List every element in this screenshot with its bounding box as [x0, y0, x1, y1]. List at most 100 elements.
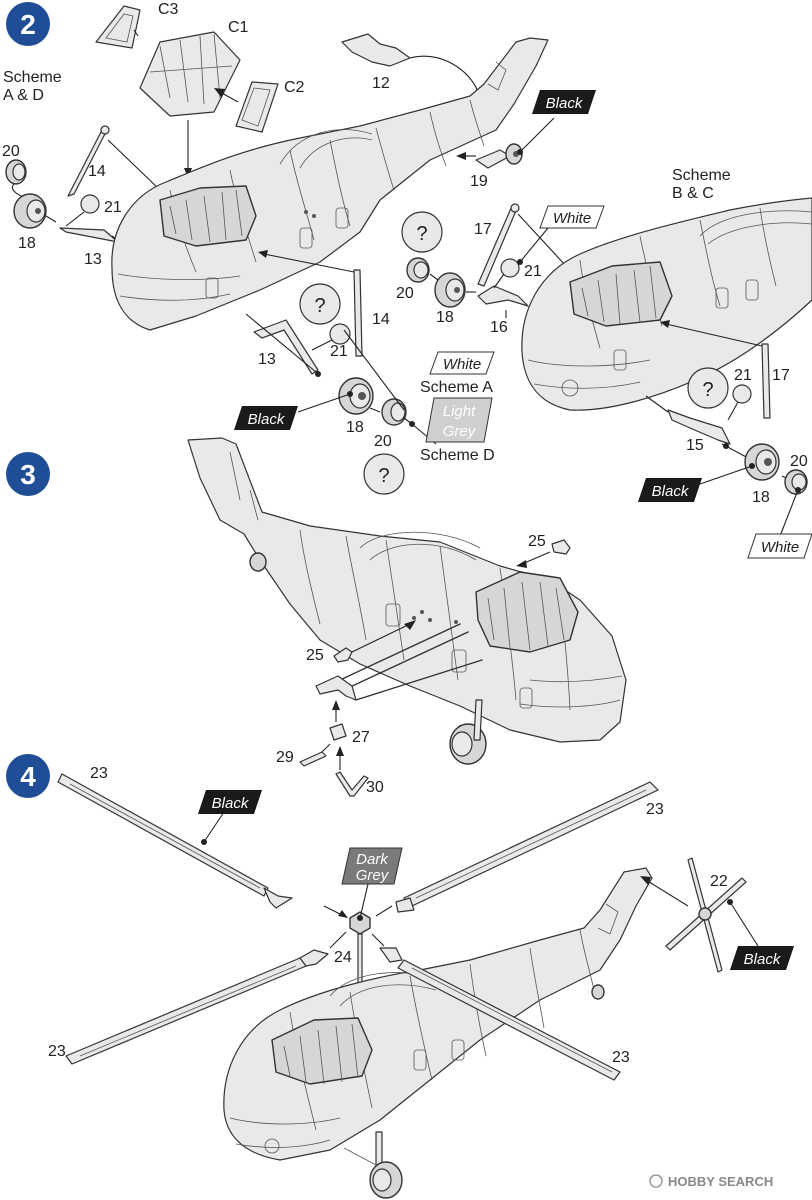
step-4-section: 4 23 Black 23 24 [6, 754, 794, 1199]
tag-dark-grey-hub: Dark Grey [341, 847, 403, 885]
tag-dark-grey-text-2: Grey [356, 867, 390, 884]
part-c1-canopy [139, 31, 241, 117]
part-17-strut-b [761, 343, 771, 419]
label-15: 15 [686, 437, 704, 454]
label-20b: 20 [374, 433, 392, 450]
scheme-ad-label: Scheme [3, 69, 62, 86]
tag-white-wheel-bc: White [747, 533, 812, 559]
hobby-search-watermark: HOBBY SEARCH [649, 1174, 773, 1189]
tag-black-wheel-ad: Black [234, 406, 298, 430]
label-24: 24 [334, 949, 352, 966]
rotor-blade-top-left [57, 773, 293, 909]
part-14-strut-a [67, 125, 110, 197]
part-13-brace-a [59, 227, 119, 243]
part-c2-window [235, 81, 279, 133]
scheme-ad-label-2: A & D [3, 87, 44, 104]
step-badge-3: 3 [6, 452, 50, 496]
label-25a: 25 [528, 533, 546, 550]
label-23c: 23 [48, 1043, 66, 1060]
tag-white-scheme-bc: White [539, 205, 605, 229]
scheme-bc-label: Scheme [672, 167, 731, 184]
step-number-4: 4 [20, 761, 36, 792]
step-number-2: 2 [20, 9, 36, 40]
tag-white-wheel-bc-text: White [761, 539, 799, 556]
helicopter-scheme-bc [521, 197, 812, 411]
tag-black-tail: Black [532, 90, 596, 114]
label-23a: 23 [90, 765, 108, 782]
label-14b: 14 [372, 311, 390, 328]
part-25-step-a [551, 539, 571, 555]
helicopter-step-3 [187, 437, 627, 765]
helicopter-step-4 [223, 867, 653, 1199]
tag-white-bc-text: White [553, 210, 591, 227]
label-18c: 18 [436, 309, 454, 326]
label-c2: C2 [284, 79, 305, 96]
label-scheme-a: Scheme A [420, 379, 493, 396]
part-27-pin [329, 723, 347, 741]
scheme-bc-label-2: B & C [672, 185, 714, 202]
step-badge-4: 4 [6, 754, 50, 798]
tag-light-grey-scheme-d: Light Grey [425, 397, 493, 443]
helicopter-scheme-ad [111, 37, 549, 331]
question-circle-bc-2 [687, 367, 729, 409]
label-13a: 13 [84, 251, 102, 268]
step-3-section: 3 25 25 [6, 437, 627, 797]
label-21a: 21 [104, 199, 122, 216]
part-18-wheel-a [13, 193, 47, 229]
label-21c: 21 [524, 263, 542, 280]
tag-black-tail-rotor: Black [730, 946, 794, 970]
part-25-step-b [333, 647, 353, 663]
part-21-ball-b [329, 323, 351, 345]
tag-black-wheel-bc: Black [638, 478, 702, 502]
label-16: 16 [490, 319, 508, 336]
step-2-section: 2 Scheme A & D C3 C1 C2 12 [2, 1, 812, 559]
label-21d: 21 [734, 367, 752, 384]
part-16-brace [477, 285, 529, 307]
part-20-hubcap-a [5, 159, 27, 185]
rotor-blade-top-right [395, 781, 659, 913]
label-18d: 18 [752, 489, 770, 506]
label-18b: 18 [346, 419, 364, 436]
part-c3-window [95, 5, 141, 49]
label-13b: 13 [258, 351, 276, 368]
tag-black-wheel-ad-text: Black [248, 411, 286, 428]
part-30-bracket [335, 771, 369, 797]
label-30: 30 [366, 779, 384, 796]
part-18-wheel-d [744, 443, 780, 481]
tag-dark-grey-text-1: Dark [356, 851, 389, 868]
tag-black-tail-rotor-text: Black [744, 951, 782, 968]
part-20-hubcap-c [406, 257, 430, 283]
part-21-ball-a [80, 194, 100, 214]
label-25b: 25 [306, 647, 324, 664]
part-14-strut-b [353, 269, 363, 357]
step-badge-2: 2 [6, 2, 50, 46]
question-mark-3: ? [416, 223, 427, 245]
part-12-fin [341, 33, 411, 67]
part-21-ball-d [732, 384, 752, 404]
tag-white-scheme-a-text: White [443, 356, 481, 373]
label-c3: C3 [158, 1, 179, 18]
part-19-tail-wheel [475, 143, 523, 169]
watermark-text: HOBBY SEARCH [668, 1174, 773, 1189]
part-28-support-rods [315, 623, 483, 701]
tag-black-blade-text: Black [212, 795, 250, 812]
rotor-blade-bottom-left [65, 949, 329, 1065]
tag-light-grey-text-1: Light [443, 403, 476, 420]
question-circle-ad-1 [299, 283, 341, 325]
label-22: 22 [710, 873, 728, 890]
question-circle-bc-1 [401, 211, 443, 253]
rotor-blade-bottom-right [379, 947, 621, 1081]
label-20d: 20 [790, 453, 808, 470]
tag-light-grey-text-2: Grey [443, 423, 477, 440]
question-mark-4: ? [702, 379, 713, 401]
tag-black-blade: Black [198, 790, 262, 814]
label-14a: 14 [88, 163, 106, 180]
part-17-strut-a [477, 203, 520, 287]
label-scheme-d: Scheme D [420, 447, 495, 464]
tag-white-scheme-a: White [429, 351, 495, 375]
part-15-brace [667, 409, 731, 445]
part-21-ball-c [500, 258, 520, 278]
tag-black-wheel-bc-text: Black [652, 483, 690, 500]
label-12: 12 [372, 75, 390, 92]
